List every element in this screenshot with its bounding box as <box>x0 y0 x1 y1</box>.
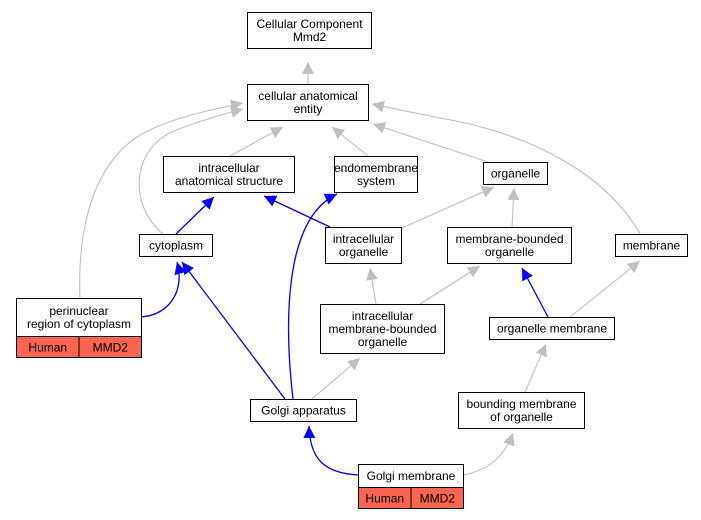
node-box <box>247 84 369 121</box>
node-label-line: Mmd2 <box>293 30 327 44</box>
node-cytoplasm[interactable]: cytoplasm <box>139 234 213 257</box>
node-box <box>16 298 142 337</box>
edge-intorg-to-ias <box>263 195 331 228</box>
edge-cytoplasm-to-ias <box>175 196 215 235</box>
node-box <box>489 317 615 340</box>
annotation-label: MMD2 <box>93 341 129 355</box>
node-label-line: organelle membrane <box>497 322 607 336</box>
node-label-line: cytoplasm <box>149 239 203 253</box>
node-label-line: organelle <box>491 167 541 181</box>
node-orgmem[interactable]: organelle membrane <box>489 317 615 340</box>
node-label-line: Golgi membrane <box>367 469 456 483</box>
node-golgi[interactable]: Golgi apparatus <box>250 399 357 422</box>
node-label-line: intracellular <box>333 232 394 246</box>
node-label-line: membrane <box>623 239 681 253</box>
annotation-label: Human <box>365 492 404 506</box>
edge-membrane-to-cae <box>371 100 641 235</box>
node-box <box>320 304 445 354</box>
node-box <box>139 234 213 257</box>
node-label-line: bounding membrane <box>466 397 576 411</box>
edge-ias-to-cae <box>229 126 284 157</box>
annotation-label: Human <box>28 341 67 355</box>
node-label-line: intracellular <box>198 161 259 175</box>
node-label-line: intracellular <box>352 309 413 323</box>
edge-imbo-to-mbo <box>419 265 481 305</box>
edge-intorg-to-organelle <box>399 186 495 230</box>
node-label-line: organelle <box>339 245 389 259</box>
node-label-line: membrane-bounded <box>455 232 563 246</box>
node-box <box>250 399 357 422</box>
annotation-cell <box>78 336 142 358</box>
edge-imbo-to-intorg <box>366 267 378 305</box>
edge-golgi-to-imbo <box>311 357 361 400</box>
node-label-line: Golgi apparatus <box>261 404 346 418</box>
edge-endo-to-cae <box>331 126 369 157</box>
node-label-line: endomembrane <box>334 161 418 175</box>
node-label-line: of organelle <box>490 410 553 424</box>
edge-peri-to-cytoplasm <box>140 261 187 318</box>
node-box <box>447 227 572 264</box>
node-box <box>334 156 418 193</box>
edge-orgmem-to-mbo <box>521 267 549 318</box>
edge-bmo-to-orgmem <box>524 343 547 393</box>
edge-peri-to-cae <box>79 99 244 299</box>
edge-golgi-to-cytoplasm <box>181 261 286 400</box>
edge-mbo-to-organelle <box>507 187 520 228</box>
node-box <box>615 234 688 257</box>
node-label-line: membrane-bounded <box>328 322 436 336</box>
node-box <box>163 156 295 193</box>
node-box <box>325 227 402 264</box>
node-label-line: region of cytoplasm <box>27 317 131 331</box>
edge-orgmem-to-membrane <box>569 260 641 318</box>
node-label-line: cellular anatomical <box>258 89 357 103</box>
edge-cytoplasm-to-cae <box>138 106 244 235</box>
node-box <box>458 392 585 429</box>
node-label-line: organelle <box>358 335 408 349</box>
node-label-line: perinuclear <box>49 304 108 318</box>
node-membrane[interactable]: membrane <box>615 234 688 257</box>
node-box <box>247 12 372 49</box>
node-label-line: anatomical structure <box>175 174 283 188</box>
node-label-line: Cellular Component <box>256 17 363 31</box>
annotation-label: MMD2 <box>420 492 456 506</box>
node-organelle[interactable]: organelle <box>483 162 548 185</box>
edge-golgi-to-endo <box>287 193 338 400</box>
edges-layer <box>79 62 641 476</box>
edge-golgimem-to-bmo <box>462 432 515 476</box>
edge-organelle-to-cae <box>372 122 489 163</box>
node-label-line: entity <box>294 102 323 116</box>
node-label-line: organelle <box>485 245 535 259</box>
annotation-cell <box>410 487 464 509</box>
node-label-line: system <box>357 174 395 188</box>
node-box <box>483 162 548 185</box>
edge-golgimem-to-golgi <box>303 425 359 476</box>
